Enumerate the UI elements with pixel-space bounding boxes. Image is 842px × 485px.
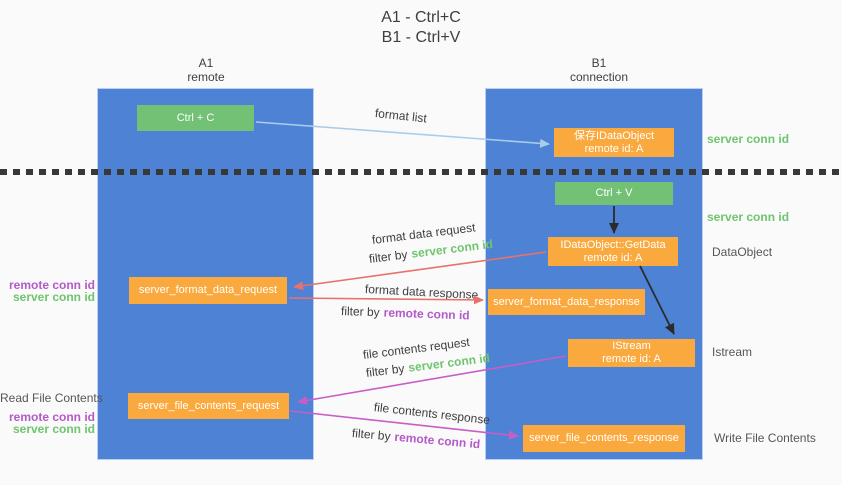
- diagram-title-line1: A1 - Ctrl+C: [381, 9, 461, 26]
- node-save-idataobject-line2: remote id: A: [584, 142, 644, 155]
- node-idataobject-getdata: IDataObject::GetData remote id: A: [548, 237, 678, 266]
- phase-divider-dotted-line: [0, 169, 842, 175]
- lane-a-subtitle: remote: [187, 70, 225, 84]
- annotation-remote-conn-id-left-bottom: remote conn id: [8, 410, 95, 424]
- lane-a-header: A1 remote: [136, 56, 276, 84]
- filter-key-remote-conn-id: remote conn id: [393, 429, 481, 452]
- node-ctrl-v: Ctrl + V: [555, 182, 673, 205]
- node-save-idataobject: 保存IDataObject remote id: A: [554, 128, 674, 157]
- node-format-response-label: server_format_data_response: [493, 295, 640, 308]
- diagram-title: A1 - Ctrl+C B1 - Ctrl+V: [0, 8, 842, 48]
- node-getdata-line2: remote id: A: [583, 251, 643, 264]
- lane-b-name: B1: [591, 56, 607, 70]
- filter-prefix: filter by: [368, 247, 409, 266]
- annotation-server-conn-id-left-bottom: server conn id: [12, 422, 95, 436]
- filter-prefix: filter by: [340, 304, 380, 320]
- node-server-file-contents-response: server_file_contents_response: [523, 425, 685, 452]
- node-server-file-contents-request: server_file_contents_request: [128, 393, 289, 419]
- label-file-contents-response: file contents response: [373, 400, 491, 428]
- node-istream-line2: remote id: A: [602, 353, 661, 365]
- node-ctrl-c: Ctrl + C: [137, 105, 254, 131]
- node-istream: IStream remote id: A: [568, 339, 695, 367]
- annotation-read-file-contents: Read File Contents: [0, 391, 103, 405]
- node-ctrl-c-label: Ctrl + C: [176, 111, 215, 124]
- annotation-write-file-contents: Write File Contents: [714, 431, 816, 445]
- filter-prefix: filter by: [365, 361, 406, 380]
- label-format-list: format list: [374, 106, 428, 126]
- lane-a-name: A1: [198, 56, 214, 70]
- lane-b-header: B1 connection: [529, 56, 669, 84]
- label-format-data-response: format data response: [364, 282, 479, 302]
- lane-b-subtitle: connection: [569, 70, 629, 84]
- filter-key-remote-conn-id: remote conn id: [383, 305, 470, 323]
- node-ctrl-v-label: Ctrl + V: [595, 187, 633, 199]
- diagram-title-line2: B1 - Ctrl+V: [381, 29, 461, 46]
- annotation-istream: Istream: [712, 345, 753, 359]
- annotation-remote-conn-id-left-top: remote conn id: [8, 278, 95, 292]
- node-file-request-label: server_file_contents_request: [137, 399, 280, 412]
- node-server-format-data-request: server_format_data_request: [129, 277, 287, 304]
- annotation-dataobject: DataObject: [712, 245, 773, 259]
- node-getdata-line1: IDataObject::GetData: [560, 238, 666, 251]
- node-file-response-label: server_file_contents_response: [529, 432, 679, 444]
- filter-prefix: filter by: [351, 426, 392, 444]
- node-save-idataobject-line1: 保存IDataObject: [573, 129, 655, 142]
- node-format-request-label: server_format_data_request: [138, 284, 278, 296]
- node-istream-line1: IStream: [612, 340, 651, 352]
- annotation-server-conn-id-right-mid: server conn id: [707, 210, 790, 224]
- annotation-server-conn-id-left-top: server conn id: [12, 290, 95, 304]
- annotation-server-conn-id-right-top: server conn id: [707, 132, 790, 146]
- node-server-format-data-response: server_format_data_response: [488, 289, 645, 315]
